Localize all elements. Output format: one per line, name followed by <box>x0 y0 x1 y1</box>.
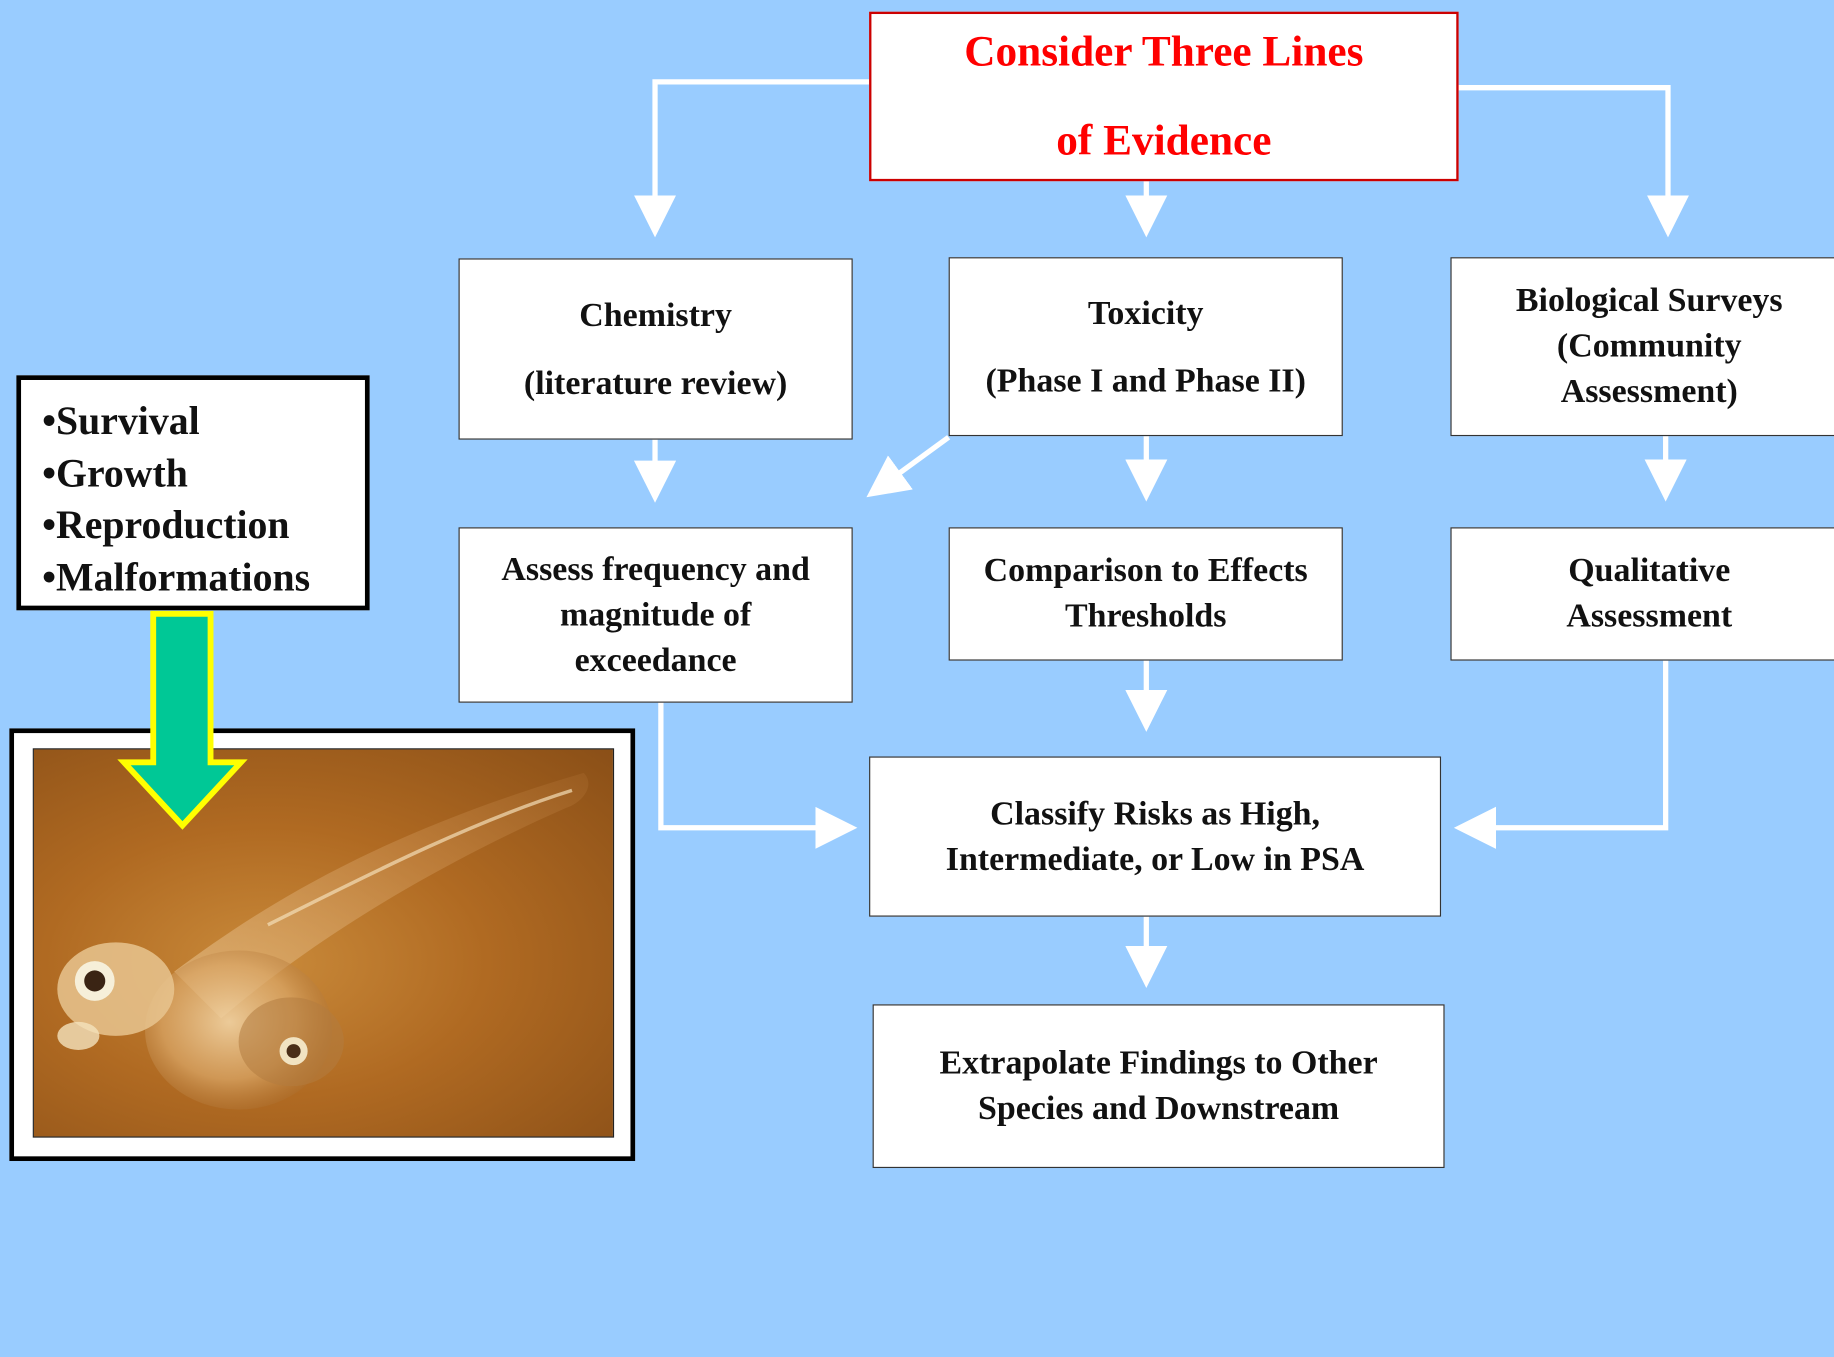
extrapolate-line-1: Extrapolate Findings to Other <box>939 1044 1378 1082</box>
assess-line-1: Assess frequency and <box>501 550 810 588</box>
endpoints-list-box: •Survival •Growth •Reproduction •Malform… <box>16 375 370 611</box>
down-arrow-icon <box>117 610 248 830</box>
tadpole-photo <box>32 748 615 1138</box>
chemistry-box: Chemistry (literature review) <box>458 258 853 440</box>
title-box: Consider Three Lines of Evidence <box>869 11 1459 182</box>
toxicity-sublabel: (Phase I and Phase II) <box>985 361 1306 400</box>
toxicity-label: Toxicity <box>1087 294 1204 332</box>
assess-line-2: magnitude of <box>559 595 752 634</box>
arrow-toxicity-to-assess <box>866 435 951 498</box>
biological-surveys-line-1: Biological Surveys <box>1515 281 1783 320</box>
comparison-line-1: Comparison to Effects <box>983 551 1308 590</box>
biological-surveys-box: Biological Surveys (Community Assessment… <box>1450 257 1834 437</box>
extrapolate-line-2: Species and Downstream <box>977 1089 1340 1128</box>
arrow-title-to-biological <box>1457 85 1690 238</box>
endpoint-malformations: •Malformations <box>42 555 311 600</box>
biological-surveys-line-3: Assessment) <box>1560 372 1738 411</box>
classify-line-2: Intermediate, or Low in PSA <box>945 840 1365 878</box>
extrapolate-findings-box: Extrapolate Findings to Other Species an… <box>872 1004 1445 1169</box>
tadpole-illustration <box>57 772 589 1110</box>
toxicity-box: Toxicity (Phase I and Phase II) <box>948 257 1343 437</box>
classify-risks-box: Classify Risks as High, Intermediate, or… <box>869 756 1442 917</box>
title-line-1: Consider Three Lines <box>964 27 1364 76</box>
endpoint-growth: •Growth <box>42 451 188 496</box>
comparison-thresholds-box: Comparison to Effects Thresholds <box>948 527 1343 661</box>
qualitative-line-2: Assessment <box>1566 597 1733 635</box>
title-line-2: of Evidence <box>1056 116 1272 165</box>
chemistry-sublabel: (literature review) <box>523 364 788 402</box>
endpoint-reproduction: •Reproduction <box>42 503 290 548</box>
qualitative-line-1: Qualitative <box>1568 551 1731 590</box>
arrow-title-to-chemistry <box>633 79 870 238</box>
assess-line-3: exceedance <box>574 641 737 679</box>
flowchart-arrows <box>633 79 1690 988</box>
biological-surveys-line-2: (Community <box>1556 327 1742 365</box>
comparison-line-2: Thresholds <box>1064 597 1227 635</box>
endpoint-survival: •Survival <box>42 399 200 444</box>
chemistry-label: Chemistry <box>579 296 732 334</box>
arrow-qualitative-to-classify <box>1453 660 1669 849</box>
assess-exceedance-box: Assess frequency and magnitude of exceed… <box>458 527 853 703</box>
qualitative-assessment-box: Qualitative Assessment <box>1450 527 1834 661</box>
classify-line-1: Classify Risks as High, <box>990 794 1321 832</box>
arrow-assess-to-classify <box>658 701 858 849</box>
